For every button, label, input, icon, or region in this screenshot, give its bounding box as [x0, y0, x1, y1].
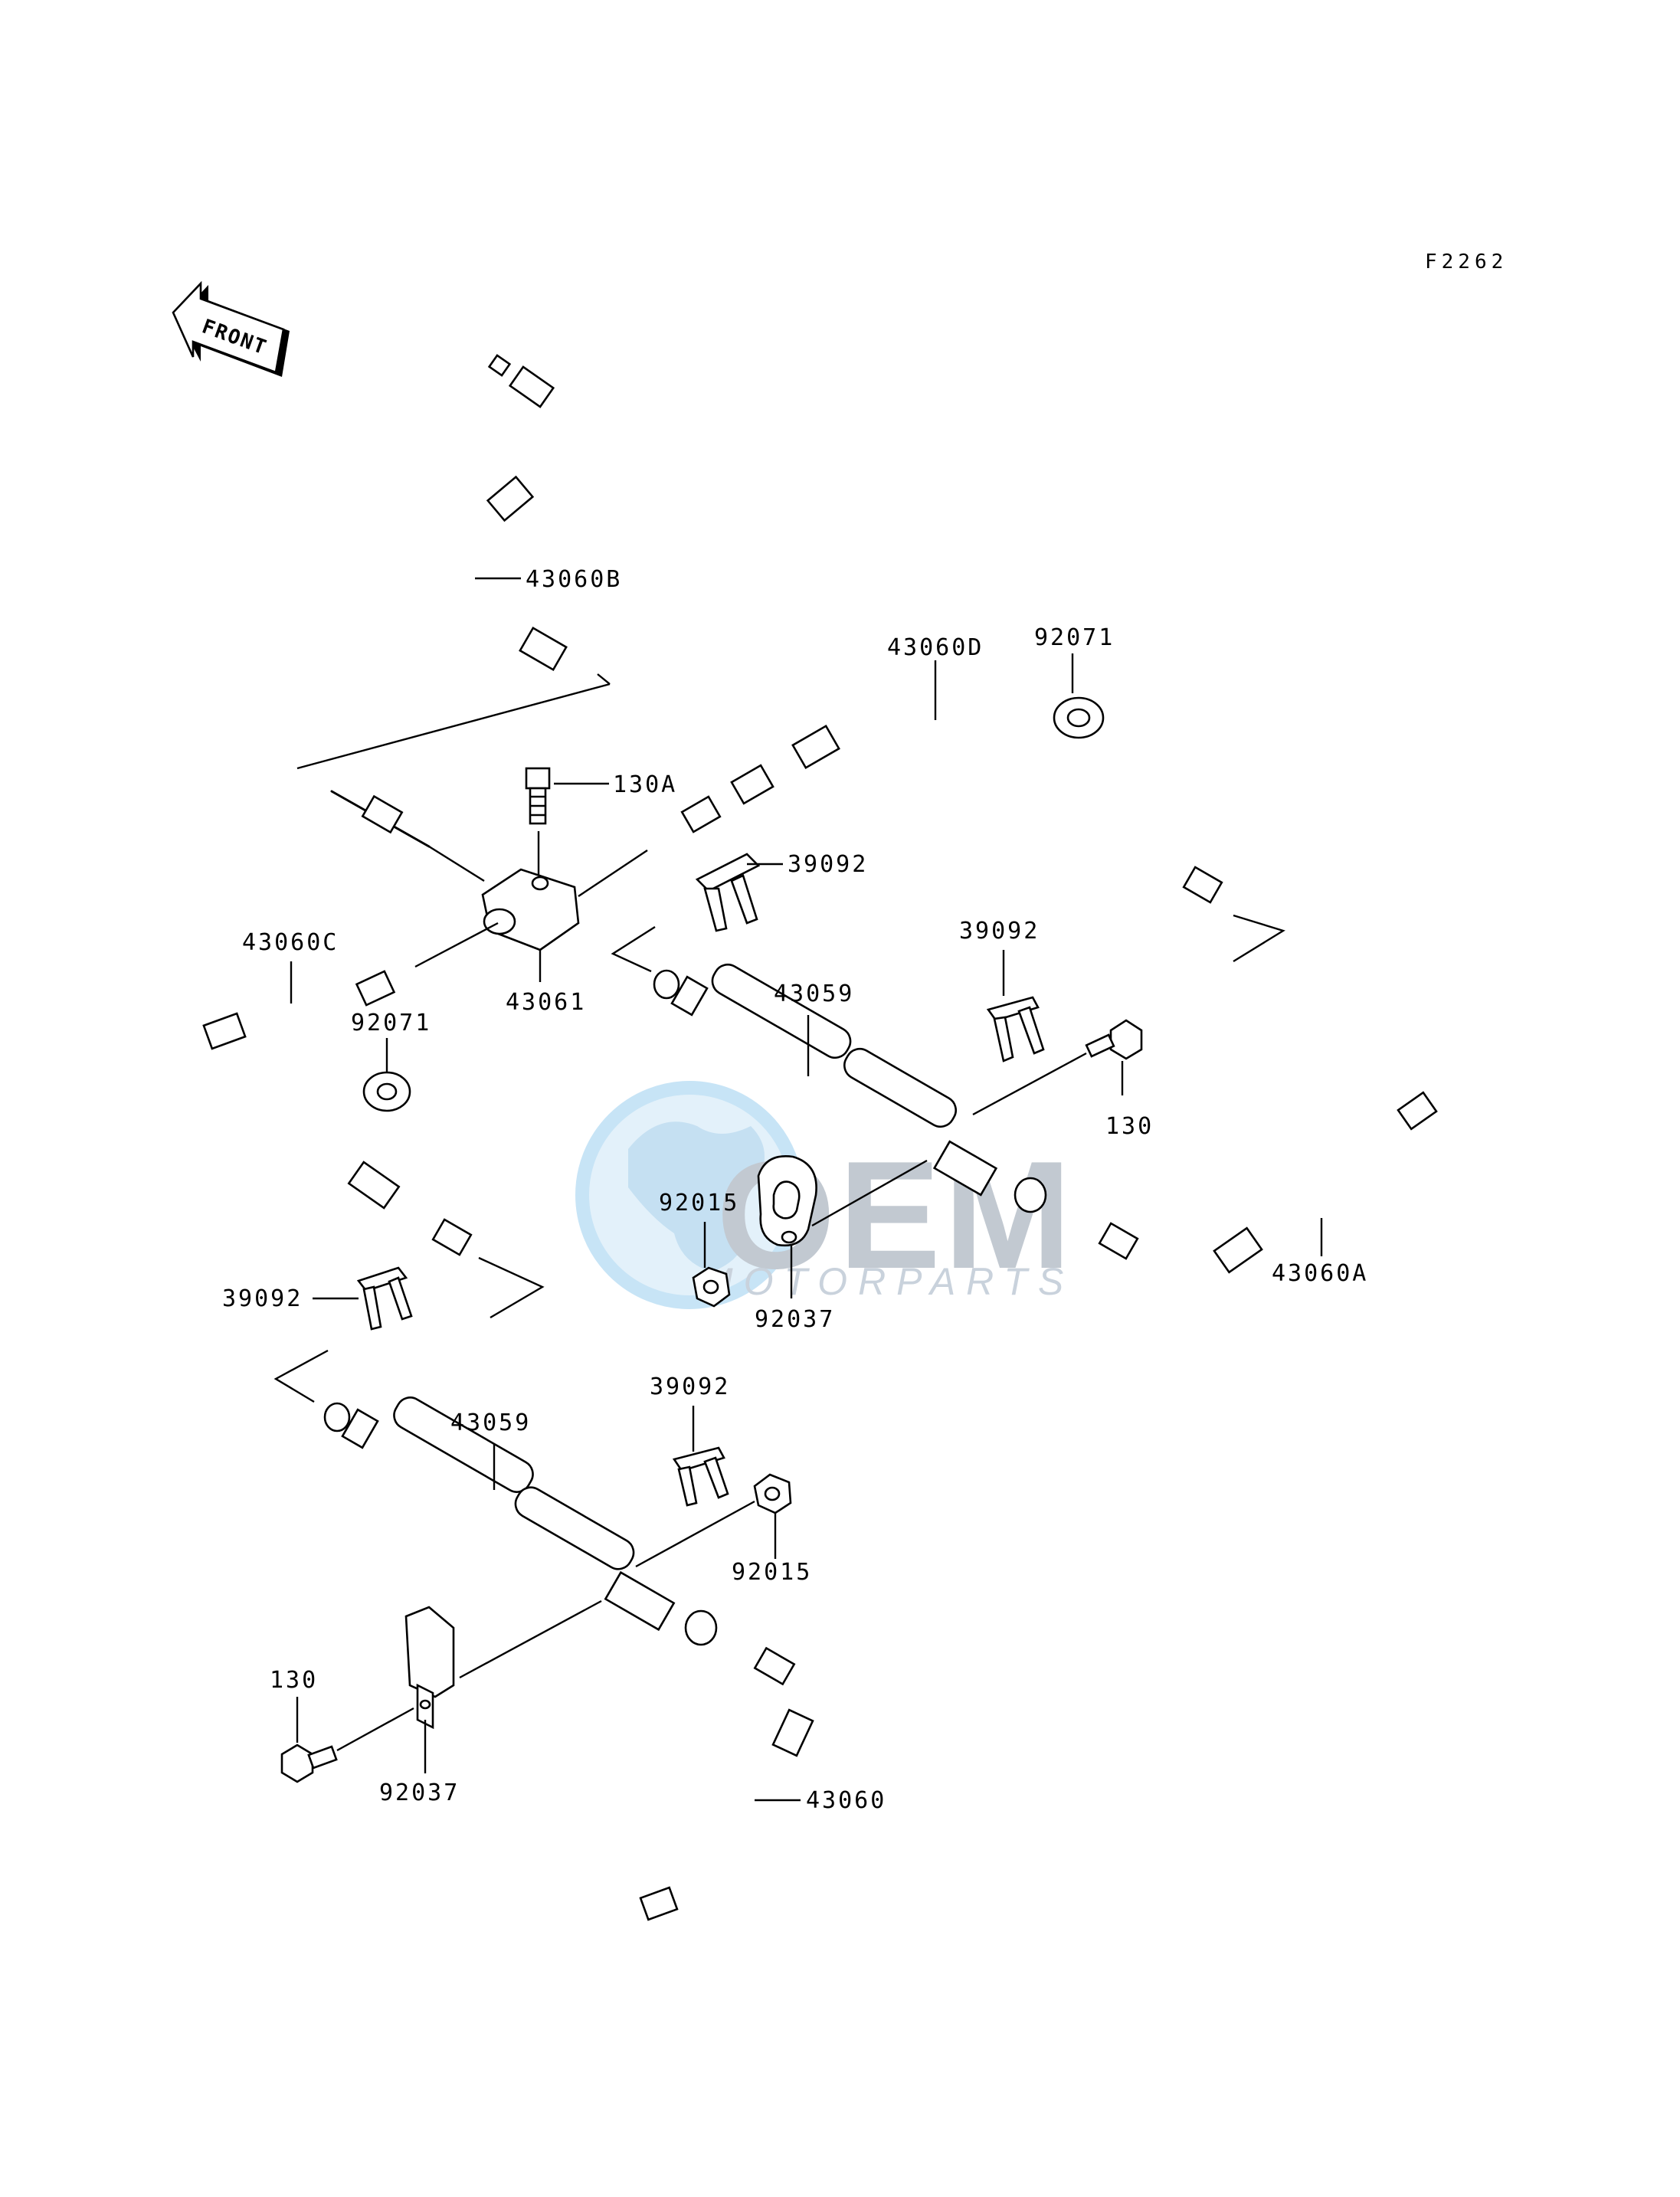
bracket-92037-lower — [404, 1606, 455, 1730]
bolt-130-right — [1085, 1019, 1143, 1060]
brake-hose-43059-upper — [611, 925, 1047, 1213]
figure-code: F2262 — [1425, 250, 1508, 273]
callout-43060C: 43060C — [242, 929, 339, 956]
callout-92015-a: 92015 — [659, 1190, 739, 1216]
callout-43060B: 43060B — [526, 566, 622, 593]
callout-39092-b: 39092 — [959, 918, 1040, 945]
callout-43060D: 43060D — [887, 634, 984, 661]
watermark-tagline: MOTORPARTS — [701, 1260, 1074, 1303]
callout-43060A: 43060A — [1272, 1260, 1368, 1287]
clamp-92037-upper — [757, 1154, 817, 1247]
callout-39092-d: 39092 — [650, 1374, 730, 1400]
globe-continents-watermark — [628, 1121, 765, 1272]
brake-pipe-43060B — [431, 354, 592, 684]
nut-92015-lower — [753, 1473, 792, 1514]
grommet-92071-left — [362, 1071, 411, 1112]
brake-pipe-43060 — [626, 1645, 814, 1921]
brake-pipe-43060A — [1089, 1085, 1446, 1282]
callout-92071-left: 92071 — [351, 1010, 431, 1036]
union-pipe-stub — [330, 790, 431, 848]
callout-130-left: 130 — [270, 1667, 318, 1694]
grommet-92071-top — [1053, 696, 1105, 739]
clip-39092-right — [986, 996, 1045, 1062]
clip-39092-upper — [695, 853, 761, 932]
callout-43059-a: 43059 — [774, 981, 854, 1007]
bolt-130-left — [280, 1744, 338, 1783]
callout-43059-b: 43059 — [450, 1410, 531, 1436]
clip-39092-left — [356, 1266, 413, 1331]
callout-92037-b: 92037 — [379, 1780, 460, 1806]
oem-motorparts-watermark: OEM MOTORPARTS — [575, 1081, 1074, 1309]
callout-130-right: 130 — [1105, 1113, 1154, 1140]
callout-130A: 130A — [613, 771, 677, 798]
clip-39092-lower — [672, 1446, 729, 1507]
callout-39092-a: 39092 — [788, 851, 868, 878]
joint-block-43061 — [481, 868, 580, 951]
nut-92015-upper — [692, 1266, 731, 1308]
front-direction-arrow: FRONT — [172, 280, 290, 377]
callout-92015-b: 92015 — [732, 1559, 812, 1586]
brake-hose-43059-lower — [273, 1349, 718, 1646]
brake-pipe-43060C — [190, 970, 477, 1259]
callout-43061: 43061 — [506, 989, 586, 1016]
callout-92037-a: 92037 — [755, 1306, 835, 1333]
bolt-130A — [525, 767, 551, 825]
callout-39092-c: 39092 — [222, 1285, 303, 1312]
brake-pipe-43060D — [645, 699, 1259, 920]
callout-92071-top: 92071 — [1034, 624, 1115, 651]
callout-43060: 43060 — [806, 1787, 886, 1814]
